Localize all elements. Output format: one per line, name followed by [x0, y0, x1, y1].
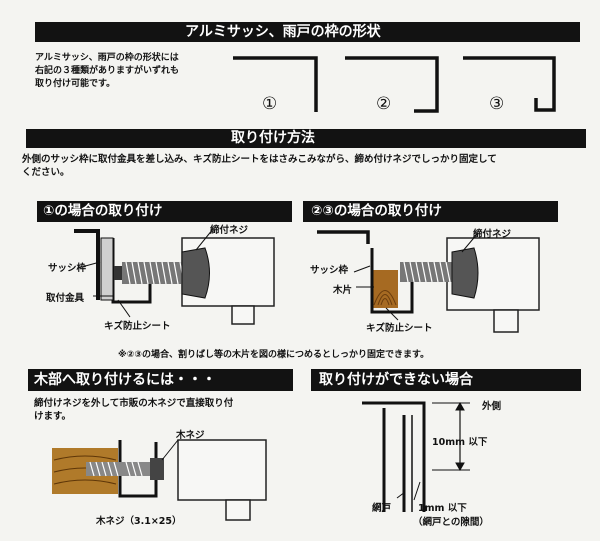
- section-frame-text: アルミサッシ、雨戸の枠の形状には 右記の３種類がありますがいずれも 取り付け可能…: [35, 52, 225, 91]
- section-method-text: 外側のサッシ枠に取付金具を差し込み、キズ防止シートをはさみこみながら、締め付けネ…: [22, 153, 592, 179]
- cannot-label-dim2: 1mm 以下: [418, 503, 467, 514]
- case1-header: ①の場合の取り付け: [37, 201, 292, 222]
- case1-label-sash: サッシ枠: [48, 263, 87, 274]
- cannot-label-dim1: 10mm 以下: [432, 437, 488, 448]
- shape-label-1: ①: [262, 94, 278, 114]
- cannot-section-title: 取り付けができない場合: [319, 372, 473, 388]
- cannot-section-header: 取り付けができない場合: [311, 369, 581, 391]
- wood-diagram: [52, 439, 267, 521]
- frame-shape-2: [345, 56, 439, 113]
- case23-diagram: [317, 230, 540, 333]
- case23-label-sheet: キズ防止シート: [366, 323, 433, 334]
- wood-section-text: 締付けネジを外して市販の木ネジで直接取り付 けます。: [34, 397, 294, 423]
- text-line: 取り付け可能です。: [35, 79, 116, 89]
- text-line: けます。: [34, 411, 72, 422]
- case1-title: ①の場合の取り付け: [43, 203, 163, 219]
- text-line: 右記の３種類がありますがいずれも: [35, 66, 180, 76]
- wood-section-header: 木部へ取り付けるには・・・: [28, 369, 293, 391]
- shape-label-3: ③: [489, 94, 505, 114]
- text-line: アルミサッシ、雨戸の枠の形状には: [35, 53, 179, 63]
- text-line: 外側のサッシ枠に取付金具を差し込み、キズ防止シートをはさみこみながら、締め付けネ…: [22, 154, 497, 165]
- frame-shape-1: [233, 56, 318, 112]
- frame-shape-3: [463, 56, 556, 112]
- mounting-note: ※②③の場合、割りばし等の木片を図の様につめるとしっかり固定できます。: [118, 350, 430, 360]
- section-frame-header: アルミサッシ、雨戸の枠の形状: [35, 22, 580, 42]
- case1-label-screw: 締付ネジ: [210, 225, 249, 236]
- text-line: 締付けネジを外して市販の木ネジで直接取り付: [34, 398, 234, 409]
- wood-screw-label: 木ネジ: [176, 430, 205, 441]
- shape-label-2: ②: [376, 94, 392, 114]
- cannot-label-dim2-note: （網戸との隙間）: [413, 517, 489, 528]
- case1-diagram: [74, 228, 275, 325]
- cannot-diagram: [362, 401, 470, 512]
- section-frame-title: アルミサッシ、雨戸の枠の形状: [185, 24, 381, 40]
- section-method-header: 取り付け方法: [26, 129, 586, 148]
- text-line: ください。: [22, 167, 70, 178]
- section-method-title: 取り付け方法: [231, 130, 315, 146]
- wood-section-title: 木部へ取り付けるには・・・: [34, 372, 216, 388]
- cannot-label-outside: 外側: [482, 401, 502, 412]
- case23-label-wood: 木片: [333, 285, 353, 296]
- case1-label-sheet: キズ防止シート: [104, 321, 171, 332]
- wood-screw-size-label: 木ネジ（3.1×25）: [96, 516, 182, 527]
- case23-header: ②③の場合の取り付け: [303, 201, 558, 222]
- cannot-label-screen: 網戸: [372, 503, 392, 514]
- case23-label-sash: サッシ枠: [310, 265, 349, 276]
- case1-label-bracket: 取付金具: [46, 293, 85, 304]
- case23-title: ②③の場合の取り付け: [311, 203, 442, 219]
- case23-label-screw: 締付ネジ: [473, 229, 512, 240]
